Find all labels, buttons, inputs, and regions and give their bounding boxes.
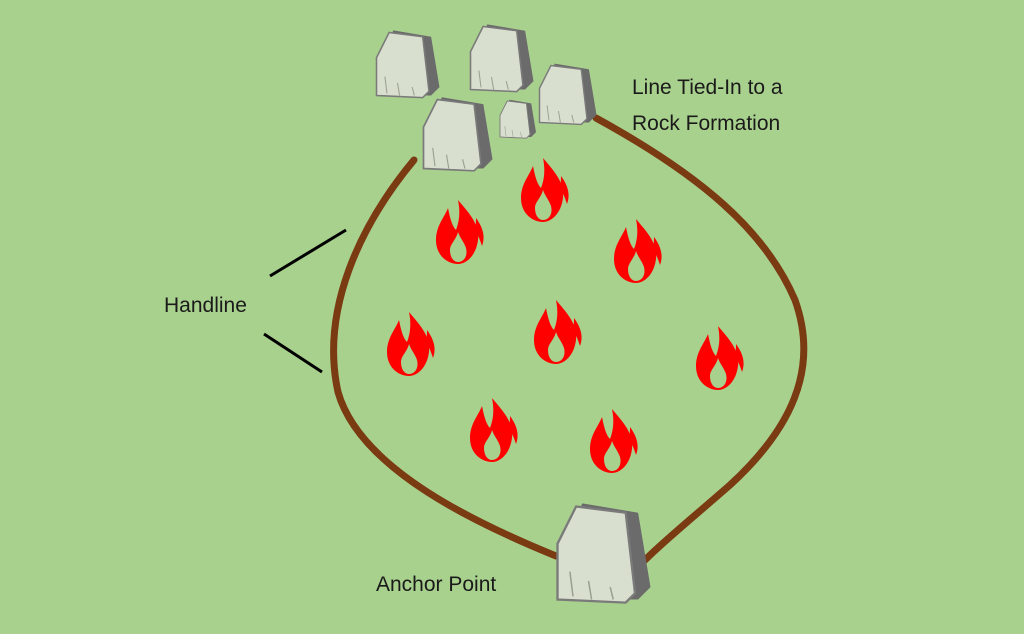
handline-path-right [592, 114, 808, 564]
anchor-point-label: Anchor Point [376, 573, 496, 596]
rock-icon [375, 29, 441, 99]
flame-icon [521, 158, 569, 222]
tie-in-label-line2: Rock Formation [632, 112, 780, 135]
flame-icon [614, 219, 662, 283]
anchor-rock-icon [556, 502, 652, 604]
handline-path [330, 156, 560, 560]
flame-icon [436, 200, 484, 264]
handline-label: Handline [164, 294, 247, 317]
flame-icon [470, 398, 518, 462]
flame-icon [590, 409, 638, 473]
rock-icon [499, 99, 537, 139]
rock-icon [422, 96, 494, 172]
handline-pointer-lower [263, 332, 323, 374]
tie-in-label-line1: Line Tied-In to a [632, 76, 783, 99]
rock-formation [375, 23, 598, 172]
rock-icon [469, 23, 535, 93]
flame-icon [534, 300, 582, 364]
flame-icon [387, 312, 435, 376]
fire-area [387, 158, 744, 473]
handline-pointer-upper [269, 228, 347, 278]
rock-icon [538, 62, 598, 126]
flame-icon [696, 326, 744, 390]
